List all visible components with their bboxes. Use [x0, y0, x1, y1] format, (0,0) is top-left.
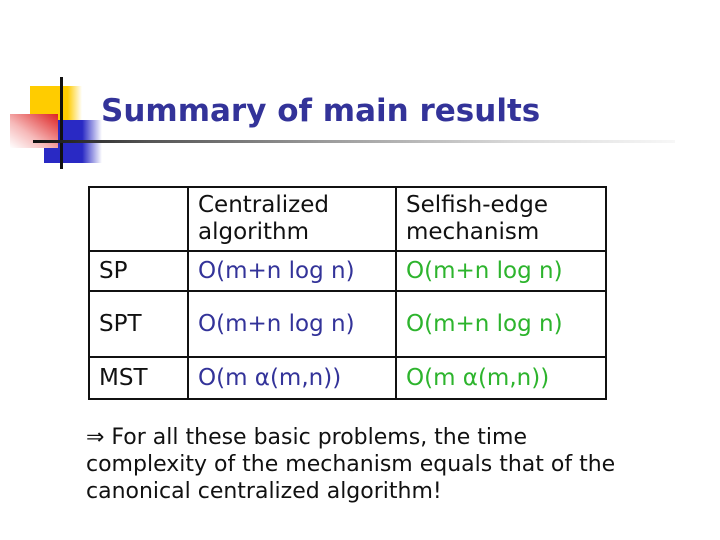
conclusion-line-2: complexity of the mechanism equals that …	[86, 452, 616, 477]
row-label-sp: SP	[88, 250, 189, 292]
spt-centralized-value: O(m+n log n)	[187, 290, 397, 358]
row-label-mst: MST	[88, 356, 189, 400]
decor-blue-small-square	[44, 148, 60, 163]
decor-vertical-line	[60, 77, 63, 169]
conclusion-line-1: ⇒ For all these basic problems, the time	[86, 425, 527, 450]
table-row-spt: SPT O(m+n log n) O(m+n log n)	[88, 290, 607, 358]
table-row-sp: SP O(m+n log n) O(m+n log n)	[88, 250, 607, 292]
spt-selfish-value: O(m+n log n)	[395, 290, 607, 358]
header-centralized-algorithm: Centralized algorithm	[187, 186, 397, 252]
header-selfish-edge-mechanism: Selfish-edge mechanism	[395, 186, 607, 252]
sp-selfish-value: O(m+n log n)	[395, 250, 607, 292]
header-empty-cell	[88, 186, 189, 252]
row-label-spt: SPT	[88, 290, 189, 358]
table-header-row: Centralized algorithm Selfish-edge mecha…	[88, 186, 607, 252]
title-underline-rule	[33, 140, 675, 143]
sp-centralized-value: O(m+n log n)	[187, 250, 397, 292]
table-row-mst: MST O(m α(m,n)) O(m α(m,n))	[88, 356, 607, 400]
slide-title: Summary of main results	[101, 93, 541, 129]
results-table: Centralized algorithm Selfish-edge mecha…	[88, 186, 607, 400]
mst-centralized-value: O(m α(m,n))	[187, 356, 397, 400]
conclusion-line-3: canonical centralized algorithm!	[86, 479, 442, 504]
conclusion-text: ⇒ For all these basic problems, the time…	[86, 424, 686, 505]
mst-selfish-value: O(m α(m,n))	[395, 356, 607, 400]
